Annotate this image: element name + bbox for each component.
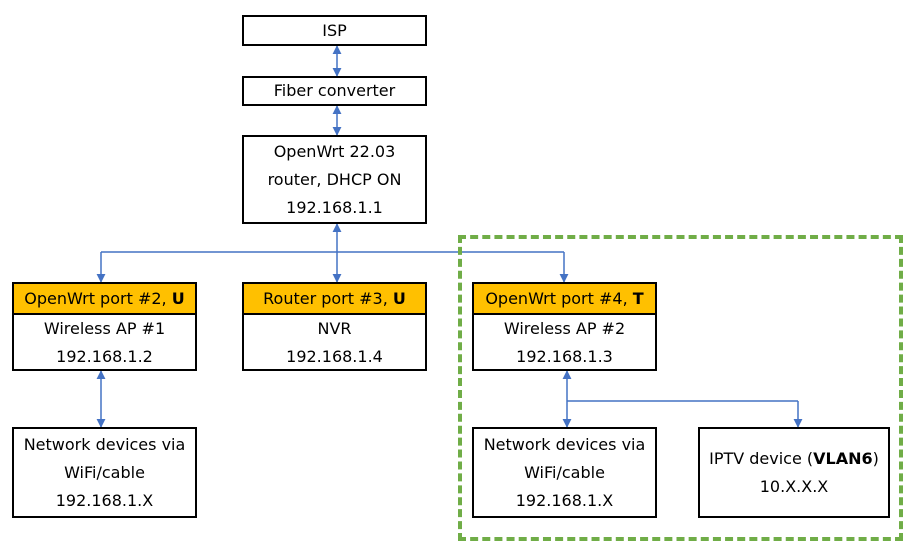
ap1-ip: 192.168.1.2 — [56, 347, 153, 366]
fiber-converter-label: Fiber converter — [273, 81, 396, 100]
iptv-suffix: ) — [872, 448, 879, 468]
router-ip: 192.168.1.1 — [286, 197, 383, 217]
fiber-converter-node: Fiber converter — [242, 76, 427, 106]
devices-1-node: Network devices via WiFi/cable 192.168.1… — [12, 427, 197, 518]
iptv-prefix: IPTV device ( — [709, 448, 814, 468]
ap2-name: Wireless AP #2 — [503, 319, 626, 338]
ap2-port-tag: T — [632, 289, 644, 308]
vlan-group-outline — [458, 235, 903, 541]
devices-1-line-1: Network devices via — [23, 434, 186, 454]
ap1-name: Wireless AP #1 — [43, 319, 166, 338]
ap1-node: OpenWrt port #2, U Wireless AP #1 192.16… — [12, 282, 197, 371]
ap1-port-header: OpenWrt port #2, U — [14, 284, 195, 315]
ap1-port-tag: U — [171, 289, 185, 308]
router-line-1: OpenWrt 22.03 — [273, 141, 396, 161]
ap1-port-text: OpenWrt port #2, — [24, 289, 172, 308]
nvr-port-tag: U — [392, 289, 406, 308]
nvr-port-text: Router port #3, — [263, 289, 393, 308]
router-line-2: router, DHCP ON — [267, 169, 402, 189]
devices-1-line-2: WiFi/cable — [64, 462, 145, 482]
ap2-node: OpenWrt port #4, T Wireless AP #2 192.16… — [472, 282, 657, 371]
devices-2-ip: 192.168.1.X — [515, 490, 614, 510]
nvr-node: Router port #3, U NVR 192.168.1.4 — [242, 282, 427, 371]
iptv-vlan-tag: VLAN6 — [813, 448, 873, 468]
nvr-ip: 192.168.1.4 — [286, 347, 383, 366]
ap2-ip: 192.168.1.3 — [516, 347, 613, 366]
isp-label: ISP — [322, 20, 347, 40]
isp-node: ISP — [242, 15, 427, 46]
devices-2-line-2: WiFi/cable — [524, 462, 605, 482]
devices-2-node: Network devices via WiFi/cable 192.168.1… — [472, 427, 657, 518]
devices-1-ip: 192.168.1.X — [55, 490, 154, 510]
router-node: OpenWrt 22.03 router, DHCP ON 192.168.1.… — [242, 135, 427, 224]
iptv-line-1: IPTV device (VLAN6) — [709, 445, 879, 473]
nvr-port-header: Router port #3, U — [244, 284, 425, 315]
iptv-node: IPTV device (VLAN6) 10.X.X.X — [698, 427, 890, 518]
devices-2-line-1: Network devices via — [483, 434, 646, 454]
ap2-port-header: OpenWrt port #4, T — [474, 284, 655, 315]
nvr-name: NVR — [317, 319, 352, 338]
ap2-port-text: OpenWrt port #4, — [485, 289, 633, 308]
iptv-ip: 10.X.X.X — [759, 476, 829, 496]
